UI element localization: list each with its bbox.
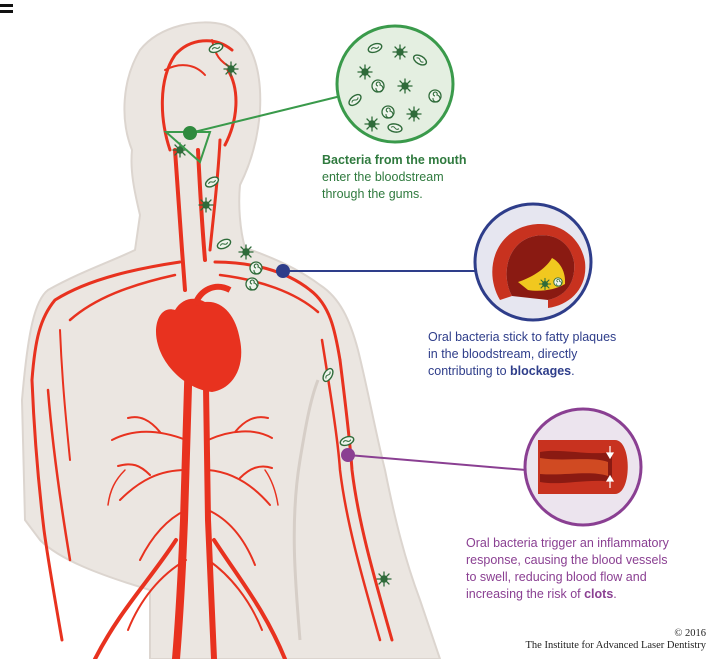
clot-callout-keyword: clots bbox=[584, 587, 613, 601]
plaque-marker bbox=[276, 264, 290, 278]
mouth-callout-heading: Bacteria from the mouth bbox=[322, 153, 466, 167]
clot-callout-line-3: to swell, reducing blood flow and bbox=[466, 569, 706, 586]
copyright-year: © 2016 bbox=[526, 628, 706, 640]
plaque-callout-period: . bbox=[571, 364, 574, 378]
copyright-credit: © 2016 The Institute for Advanced Laser … bbox=[526, 628, 706, 652]
copyright-org: The Institute for Advanced Laser Dentist… bbox=[526, 640, 706, 652]
clot-callout-line-2: response, causing the blood vessels bbox=[466, 552, 706, 569]
clot-callout-line-1: Oral bacteria trigger an inflammatory bbox=[466, 535, 706, 552]
clot-callout-period: . bbox=[613, 587, 616, 601]
plaque-callout-text: Oral bacteria stick to fatty plaques in … bbox=[428, 329, 678, 380]
mouth-marker bbox=[183, 126, 197, 140]
plaque-callout-line-2: in the bloodstream, directly bbox=[428, 346, 678, 363]
mouth-callout-line-3: through the gums. bbox=[322, 186, 522, 203]
clot-callout-line-4: increasing the risk of bbox=[466, 587, 584, 601]
clot-callout-text: Oral bacteria trigger an inflammatory re… bbox=[466, 535, 706, 603]
plaque-callout-keyword: blockages bbox=[510, 364, 571, 378]
plaque-callout-line-1: Oral bacteria stick to fatty plaques bbox=[428, 329, 678, 346]
plaque-callout-line-3: contributing to bbox=[428, 364, 510, 378]
clot-marker bbox=[341, 448, 355, 462]
mouth-callout-text: Bacteria from the mouth enter the bloods… bbox=[322, 152, 522, 203]
mouth-callout-line-2: enter the bloodstream bbox=[322, 169, 522, 186]
